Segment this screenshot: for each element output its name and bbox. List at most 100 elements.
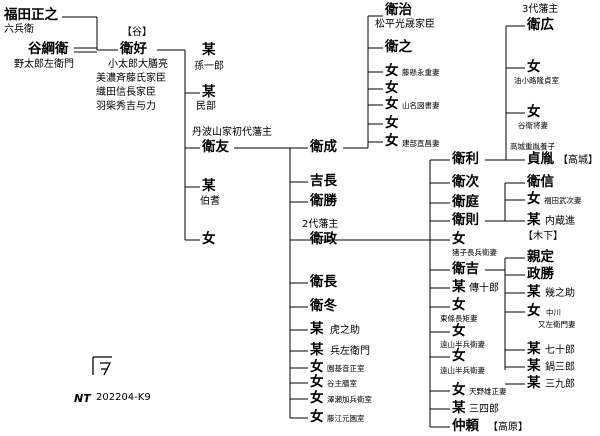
person-note: 谷主膳室 xyxy=(327,379,357,388)
person-note: 織田信長家臣 xyxy=(96,87,156,98)
person-name: 女 xyxy=(385,115,399,131)
person-name: 衛好 xyxy=(120,41,147,57)
person-name: 某 xyxy=(527,284,541,300)
person-note: 建部直昌妻 xyxy=(402,139,440,148)
person-note: 谷衛将妻 xyxy=(518,121,548,130)
person-note: 美濃斉藤氏家臣 xyxy=(96,73,166,84)
person-note: 野太郎左衛門 xyxy=(14,59,74,70)
person-note: 七十郎 xyxy=(545,345,575,356)
person-name: 衛則 xyxy=(452,212,479,228)
person-note: 山名図書妻 xyxy=(402,101,440,110)
person-name: 衛治 xyxy=(385,2,412,18)
person-name: 某 xyxy=(202,178,216,194)
person-name: 某 xyxy=(310,321,324,337)
person-name: 衛広 xyxy=(527,17,554,33)
person-note: 天野雄正妻 xyxy=(469,387,507,396)
person-name: 女 xyxy=(527,104,541,120)
person-note: 内蔵進 xyxy=(545,216,575,227)
person-note: 松平光晟家臣 xyxy=(375,19,435,30)
person-name: 仲頼 xyxy=(452,418,479,434)
person-name: 某 xyxy=(527,375,541,391)
person-name: 衛友 xyxy=(202,139,229,155)
person-note: 傳十郎 xyxy=(469,283,499,294)
clan-tag: 【谷】 xyxy=(122,27,152,38)
footer-code: 202204-K9 xyxy=(96,392,151,403)
clan-tag: 【木下】 xyxy=(523,231,563,242)
person-name: 衛吉 xyxy=(452,261,479,277)
person-name: 女 xyxy=(452,382,466,398)
person-name: 某 xyxy=(527,358,541,374)
person-name: 衛長 xyxy=(310,274,337,290)
person-note: 遠山半兵衛妻 xyxy=(440,340,485,349)
person-note: 兵左衛門 xyxy=(330,346,370,357)
person-name: 某 xyxy=(202,42,216,58)
person-note: 三四郎 xyxy=(469,404,499,415)
clan-tag: 【高原】 xyxy=(488,422,528,433)
person-note: 三九郎 xyxy=(545,379,575,390)
person-note: 孫一郎 xyxy=(194,61,224,72)
person-name: 政勝 xyxy=(527,266,554,282)
person-note: 民部 xyxy=(196,101,216,112)
person-name: 女 xyxy=(310,374,324,390)
person-name: 女 xyxy=(452,297,466,313)
logo-letters: NT xyxy=(74,392,91,405)
person-name: 衛之 xyxy=(385,39,412,55)
person-name: 女 xyxy=(527,59,541,75)
person-name: 某 xyxy=(452,279,466,295)
person-name: 某 xyxy=(527,212,541,228)
person-note: 又左衛門妻 xyxy=(538,320,576,329)
person-note: 羽柴秀吉与力 xyxy=(96,101,156,112)
person-name: 某 xyxy=(527,341,541,357)
person-name: 女 xyxy=(385,80,399,96)
person-note: 虎之助 xyxy=(330,325,360,336)
person-name: 女 xyxy=(452,231,466,247)
person-title: 丹波山家初代藩主 xyxy=(192,127,272,138)
person-name: 女 xyxy=(385,96,399,112)
person-name: 衛冬 xyxy=(310,298,337,314)
person-note: 遠山半兵衛妻 xyxy=(440,366,485,375)
person-name: 福田正之 xyxy=(4,7,58,23)
person-note: 油小路隆貞室 xyxy=(514,76,559,85)
person-name: 貞胤 xyxy=(527,151,554,167)
person-name: 女 xyxy=(452,348,466,364)
person-name: 女 xyxy=(310,409,324,425)
person-note: 小太郎大膳亮 xyxy=(108,59,168,70)
person-title: 3代藩主 xyxy=(522,4,559,15)
person-name: 吉長 xyxy=(310,173,337,189)
person-name: 衛政 xyxy=(310,231,337,247)
person-name: 女 xyxy=(527,303,541,319)
person-name: 女 xyxy=(452,323,466,339)
person-title: 高城重胤養子 xyxy=(510,142,555,151)
person-note: 福田武次妻 xyxy=(544,196,582,205)
person-name: 衛次 xyxy=(452,174,479,190)
person-name: 谷綱衛 xyxy=(28,41,69,57)
person-name: 衛庭 xyxy=(452,194,479,210)
person-name: 女 xyxy=(385,63,399,79)
person-name: 衛成 xyxy=(310,139,337,155)
person-name: 親定 xyxy=(527,249,554,265)
person-note: 澤瀬加兵衛室 xyxy=(327,395,372,404)
person-name: 衛利 xyxy=(452,151,479,167)
person-note: 六兵衛 xyxy=(4,24,34,35)
person-name: 某 xyxy=(452,400,466,416)
kana-logo-icon xyxy=(92,356,112,376)
person-title: 2代藩主 xyxy=(302,219,339,230)
person-note: 園基音正室 xyxy=(327,364,365,373)
person-name: 女 xyxy=(310,390,324,406)
person-name: 女 xyxy=(527,191,541,207)
person-note: 東條長矩妻 xyxy=(440,314,478,323)
person-name: 衛信 xyxy=(527,174,554,190)
person-note: 中川 xyxy=(546,308,561,317)
person-note: 藤江元園室 xyxy=(327,414,365,423)
person-note: 伯耆 xyxy=(200,196,220,207)
person-note: 藤懸永重妻 xyxy=(402,68,440,77)
person-note: 幾之助 xyxy=(545,288,575,299)
person-name: 某 xyxy=(310,342,324,358)
person-note: 猪子長兵衛妻 xyxy=(452,248,497,257)
person-note: 鍋三郎 xyxy=(545,362,575,373)
person-name: 某 xyxy=(202,84,216,100)
person-name: 女 xyxy=(385,133,399,149)
person-name: 衛勝 xyxy=(310,193,337,209)
